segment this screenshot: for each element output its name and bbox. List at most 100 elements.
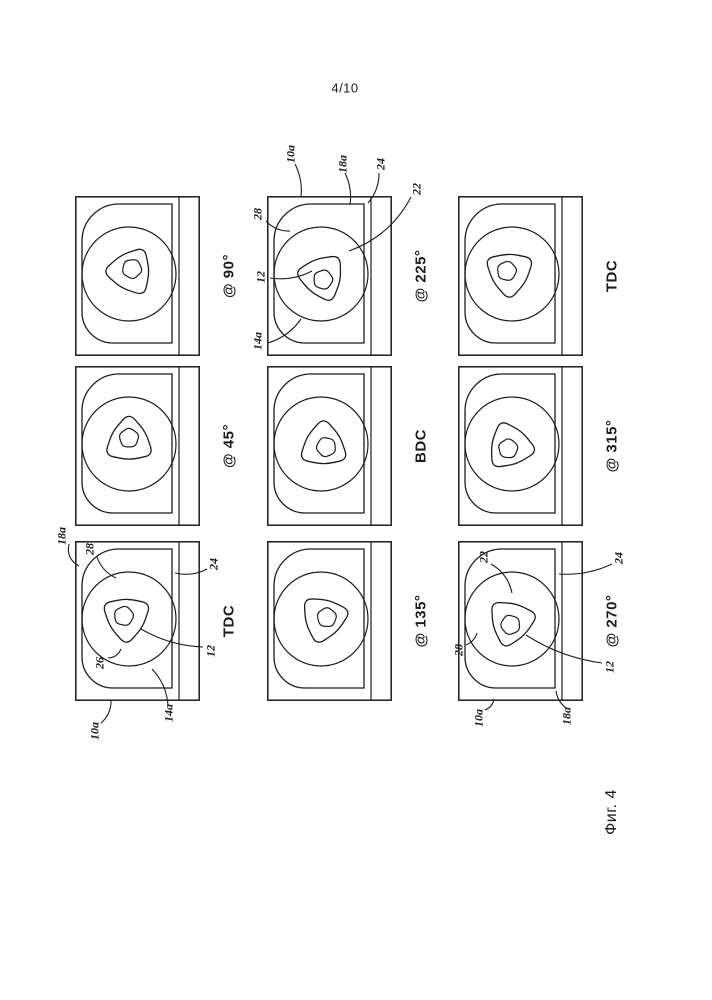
ref-numeral-14a-12: 14a — [161, 704, 176, 722]
housing-outline — [464, 548, 556, 689]
rotor-path-circle — [273, 396, 369, 492]
rotor-group — [486, 253, 533, 298]
rotor — [106, 415, 152, 460]
panel-phase-label-6: @ 315° — [603, 419, 621, 473]
ref-numeral-12-17: 12 — [602, 661, 617, 673]
ref-numeral-12-5: 12 — [253, 271, 268, 283]
ref-numeral-28-16: 28 — [451, 644, 466, 656]
panel-phase-label-1: @ 90° — [220, 254, 238, 298]
ref-numeral-22-14: 22 — [476, 551, 491, 563]
panel-phase-label-8: @ 135° — [412, 594, 430, 648]
housing-outline — [81, 373, 173, 514]
rotor — [486, 253, 533, 298]
panel-phase-label-7: TDC — [220, 604, 238, 638]
panel-phase-label-5: BDC — [412, 429, 430, 463]
diagram-panel-1 — [75, 196, 200, 361]
panel-phase-label-4: @ 45° — [220, 424, 238, 468]
diagram-panel-2 — [267, 196, 392, 361]
ref-numeral-18a-7: 18a — [54, 527, 69, 545]
shaft — [500, 614, 521, 635]
rotor-group — [303, 598, 349, 643]
ref-numeral-14a-6: 14a — [250, 332, 265, 350]
figure-label: Фиг. 4 — [603, 789, 620, 835]
rotor-diagram-4 — [75, 366, 200, 526]
panel-frame — [458, 366, 583, 526]
housing-outline — [273, 548, 365, 689]
rotor-path-circle — [81, 571, 177, 667]
panel-frame — [267, 196, 392, 356]
rotor — [490, 422, 536, 468]
housing-outline — [464, 373, 556, 514]
rotor-group — [106, 415, 152, 460]
panel-phase-label-2: @ 225° — [412, 249, 430, 303]
diagram-panel-7 — [75, 541, 200, 706]
shaft — [114, 605, 135, 626]
ref-numeral-24-15: 24 — [611, 552, 626, 564]
ref-numeral-10a-13: 10a — [87, 722, 102, 740]
rotor-group — [491, 601, 536, 647]
diagram-panel-4 — [75, 366, 200, 531]
rotor-path-circle — [81, 396, 177, 492]
diagram-panel-3 — [458, 196, 583, 361]
diagram-panel-9 — [458, 541, 583, 706]
panel-phase-label-9: @ 270° — [603, 594, 621, 648]
rotor-diagram-2 — [267, 196, 392, 356]
rotor-diagram-3 — [458, 196, 583, 356]
rotor-path-circle — [464, 396, 560, 492]
page-number: 4/10 — [331, 80, 359, 96]
ref-numeral-12-11: 12 — [203, 645, 218, 657]
ref-numeral-24-2: 24 — [373, 158, 388, 170]
panel-frame — [75, 366, 200, 526]
rotor — [105, 248, 150, 295]
rotor-path-circle — [464, 226, 560, 322]
panel-frame — [75, 541, 200, 701]
shaft — [315, 437, 336, 458]
rotor-path-circle — [273, 571, 369, 667]
ref-numeral-22-3: 22 — [409, 183, 424, 195]
rotor — [103, 598, 150, 643]
panel-frame — [458, 541, 583, 701]
diagram-panel-6 — [458, 366, 583, 531]
ref-numeral-26-10: 26 — [92, 657, 107, 669]
rotor — [491, 601, 536, 647]
housing-outline — [81, 203, 173, 344]
rotor-diagram-9 — [458, 541, 583, 701]
ref-numeral-24-9: 24 — [206, 558, 221, 570]
rotor-diagram-7 — [75, 541, 200, 701]
rotor — [300, 420, 347, 465]
housing-outline — [464, 203, 556, 344]
panel-frame — [267, 366, 392, 526]
shaft — [316, 607, 337, 628]
leader-line-10a-0 — [294, 163, 302, 198]
panel-frame — [458, 196, 583, 356]
rotor-path-circle — [273, 226, 369, 322]
diagram-panel-5 — [267, 366, 392, 531]
ref-numeral-18a-1: 18a — [335, 155, 350, 173]
ref-numeral-28-8: 28 — [82, 543, 97, 555]
rotor — [297, 255, 342, 301]
rotor-group — [490, 422, 536, 468]
shaft — [118, 427, 140, 448]
shaft — [122, 259, 143, 280]
ref-numeral-10a-0: 10a — [283, 145, 298, 163]
rotor-group — [103, 598, 150, 643]
rotor — [303, 598, 349, 643]
ref-numeral-18a-19: 18a — [559, 707, 574, 725]
panel-frame — [75, 196, 200, 356]
housing-outline — [273, 203, 365, 344]
ref-numeral-28-4: 28 — [250, 208, 265, 220]
shaft — [498, 438, 519, 459]
panel-frame — [267, 541, 392, 701]
ref-numeral-10a-18: 10a — [471, 709, 486, 727]
rotor-path-circle — [464, 571, 560, 667]
shaft — [313, 269, 334, 290]
panel-phase-label-3: TDC — [603, 259, 621, 293]
rotor-group — [105, 248, 150, 295]
rotor-diagram-1 — [75, 196, 200, 356]
rotor-diagram-8 — [267, 541, 392, 701]
housing-outline — [273, 373, 365, 514]
rotor-diagram-5 — [267, 366, 392, 526]
rotor-path-circle — [81, 226, 177, 322]
shaft — [497, 260, 518, 281]
